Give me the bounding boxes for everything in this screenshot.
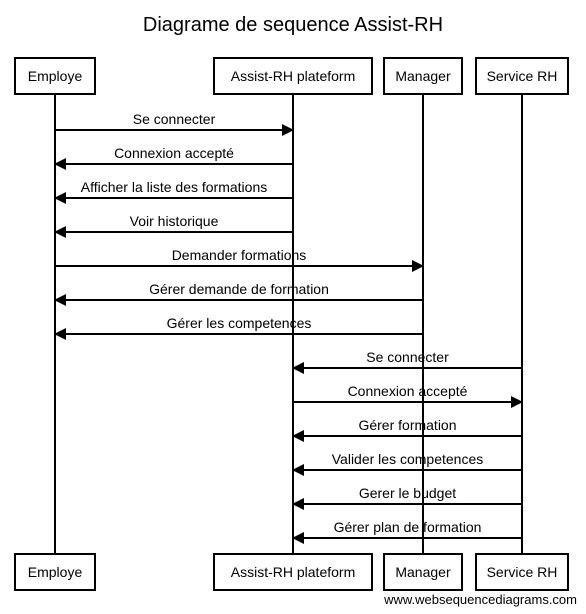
message-label: Gérer les competences [167, 315, 312, 331]
message-9: Connexion accepté [293, 383, 523, 408]
participant-box [475, 57, 569, 95]
participant-manager-bottom: Manager [383, 553, 463, 591]
message-13: Gérer plan de formation [292, 519, 522, 544]
participant-employe-bottom: Employe [14, 553, 96, 591]
message-7: Gérer les competences [54, 315, 423, 340]
message-label: Gerer le budget [359, 485, 456, 501]
message-label: Gérer plan de formation [334, 519, 482, 535]
message-label: Demander formations [172, 247, 307, 263]
participant-label: Assist-RH plateform [231, 564, 355, 580]
participant-box [383, 553, 463, 591]
participants-top: Employe Assist-RH plateform Manager Service… [14, 57, 569, 95]
participant-label: Manager [395, 564, 451, 580]
participant-label: Service RH [487, 68, 558, 84]
message-8: Se connecter [292, 349, 522, 374]
participant-box [213, 553, 373, 591]
message-label: Se connecter [133, 111, 216, 127]
participant-service-bottom: Service RH [475, 553, 569, 591]
message-label: Voir historique [130, 213, 219, 229]
message-label: Gérer demande de formation [149, 281, 329, 297]
message-label: Afficher la liste des formations [81, 179, 268, 195]
participant-assist-bottom: Assist-RH plateform [213, 553, 373, 591]
participant-label: Employe [28, 68, 83, 84]
participant-label: Service RH [487, 564, 558, 580]
diagram-title: Diagrame de sequence Assist-RH [143, 14, 443, 36]
participant-box [383, 57, 463, 95]
participants-bottom: Employe Assist-RH plateform Manager Service… [14, 553, 569, 591]
message-6: Gérer demande de formation [54, 281, 423, 306]
participant-label: Employe [28, 564, 83, 580]
message-label: Se connecter [366, 349, 449, 365]
participant-box [14, 553, 96, 591]
participant-assist-top: Assist-RH plateform [213, 57, 373, 95]
message-label: Connexion accepté [348, 383, 468, 399]
message-10: Gérer formation [292, 417, 522, 442]
participant-box [475, 553, 569, 591]
message-5: Demander formations [55, 247, 424, 272]
participant-label: Manager [395, 68, 451, 84]
footer-credit: www.websequencediagrams.com [383, 592, 577, 607]
message-3: Afficher la liste des formations [54, 179, 293, 204]
participant-label: Assist-RH plateform [231, 68, 355, 84]
message-label: Gérer formation [358, 417, 456, 433]
message-4: Voir historique [54, 213, 293, 238]
participant-service-top: Service RH [475, 57, 569, 95]
participant-manager-top: Manager [383, 57, 463, 95]
message-2: Connexion accepté [54, 145, 293, 170]
message-12: Gerer le budget [292, 485, 522, 510]
lifelines [54, 94, 523, 554]
participant-box [213, 57, 373, 95]
message-label: Connexion accepté [114, 145, 234, 161]
message-1: Se connecter [55, 111, 294, 136]
message-11: Valider les competences [292, 451, 522, 476]
message-label: Valider les competences [332, 451, 483, 467]
participant-box [14, 57, 96, 95]
participant-employe-top: Employe [14, 57, 96, 95]
